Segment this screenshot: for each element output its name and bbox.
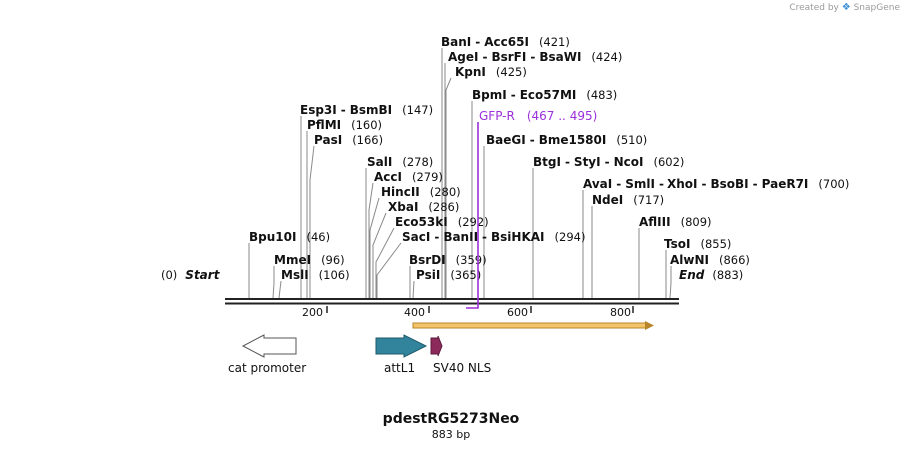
feature-label: attL1 xyxy=(384,361,415,375)
site-leader-line xyxy=(272,266,275,299)
ruler-tick-label: 600 xyxy=(507,306,528,319)
site-label: AvaI-SmlI-XhoI-BsoBI-PaeR7I(700) xyxy=(583,177,849,191)
site-leader-line xyxy=(278,280,282,299)
start-position: (0)Start xyxy=(161,268,221,282)
end-position: End(883) xyxy=(679,268,743,282)
orf-arrow[interactable] xyxy=(412,321,654,330)
snapgene-logo-icon: ❖ xyxy=(841,2,851,13)
feature-cat-promoter[interactable]: cat promoter xyxy=(228,334,306,375)
ruler-tick-label: 800 xyxy=(610,306,631,319)
site-label: BpmI-Eco57MI(483) xyxy=(472,88,617,102)
ruler-tick-label: 400 xyxy=(404,306,425,319)
orf-arrowhead xyxy=(645,321,654,330)
sequence-backbone xyxy=(225,298,679,305)
attl1-arrow xyxy=(375,334,428,358)
map-title: pdestRG5273Neo xyxy=(383,411,520,427)
feature-label: SV40 NLS xyxy=(433,361,491,375)
site-label: MslI(106) xyxy=(281,268,350,282)
site-label: PasI(166) xyxy=(314,133,383,147)
site-leader-line xyxy=(375,227,395,298)
site-leader-line xyxy=(369,197,380,298)
primer-label: GFP-R(467 .. 495) xyxy=(479,109,597,123)
site-label: BaeGI-Bme1580I(510) xyxy=(486,133,647,147)
site-labels: BanI-Acc65I(421) AgeI-BsrFI-BsaWI(424) K… xyxy=(249,35,849,282)
sequence-ends: (0)Start End(883) xyxy=(161,268,743,282)
primer-gfp-r[interactable]: GFP-R(467 .. 495) xyxy=(466,109,597,309)
ruler-tick-label: 200 xyxy=(302,306,323,319)
site-leader-line xyxy=(445,77,452,298)
site-label: AlwNI(866) xyxy=(670,253,750,267)
feature-attl1[interactable]: attL1 xyxy=(375,334,428,375)
site-label: AccI(279) xyxy=(374,170,443,184)
site-leader-line xyxy=(376,242,402,298)
site-label: BanI-Acc65I(421) xyxy=(441,35,570,49)
sv40-nls-arrow xyxy=(430,335,443,357)
site-label: AgeI-BsrFI-BsaWI(424) xyxy=(448,50,622,64)
site-label: KpnI(425) xyxy=(455,65,527,79)
credit-brand: SnapGene xyxy=(853,3,900,13)
credit-prefix: Created by xyxy=(789,3,839,13)
site-label: XbaI(286) xyxy=(388,200,459,214)
site-label: SalI(278) xyxy=(367,155,433,169)
site-leader-line xyxy=(368,182,374,298)
snapgene-credit: Created by ❖ SnapGene xyxy=(789,2,900,13)
map-length: 883 bp xyxy=(432,428,470,441)
site-label: HincII(280) xyxy=(381,185,461,199)
site-label: Esp3I-BsmBI(147) xyxy=(300,103,433,117)
site-leader-line xyxy=(309,145,315,298)
site-label: PflMI(160) xyxy=(307,118,382,132)
site-label: BtgI-StyI-NcoI(602) xyxy=(533,155,684,169)
primer-marker xyxy=(466,122,479,309)
feature-label: cat promoter xyxy=(228,361,306,375)
site-leader-line xyxy=(372,212,387,298)
site-leader-line xyxy=(669,266,672,299)
cat-promoter-arrow xyxy=(241,334,297,358)
feature-sv40-nls[interactable]: SV40 NLS xyxy=(430,335,491,375)
site-label: PsiI(365) xyxy=(416,268,481,282)
site-leader-lines xyxy=(248,48,672,299)
site-label: SacI-BanII-BsiHKAI(294) xyxy=(402,230,585,244)
site-label: BsrDI(359) xyxy=(409,253,487,267)
orf-bar xyxy=(412,322,647,329)
ruler: 200 400 600 800 xyxy=(302,306,634,319)
site-label: MmeI(96) xyxy=(274,253,345,267)
site-label: Eco53kI(292) xyxy=(395,215,489,229)
site-label: TsoI(855) xyxy=(664,237,731,251)
site-label: Bpu10I(46) xyxy=(249,230,330,244)
site-label: NdeI(717) xyxy=(592,193,664,207)
site-label: AflIII(809) xyxy=(639,215,712,229)
site-leader-line xyxy=(412,280,415,299)
